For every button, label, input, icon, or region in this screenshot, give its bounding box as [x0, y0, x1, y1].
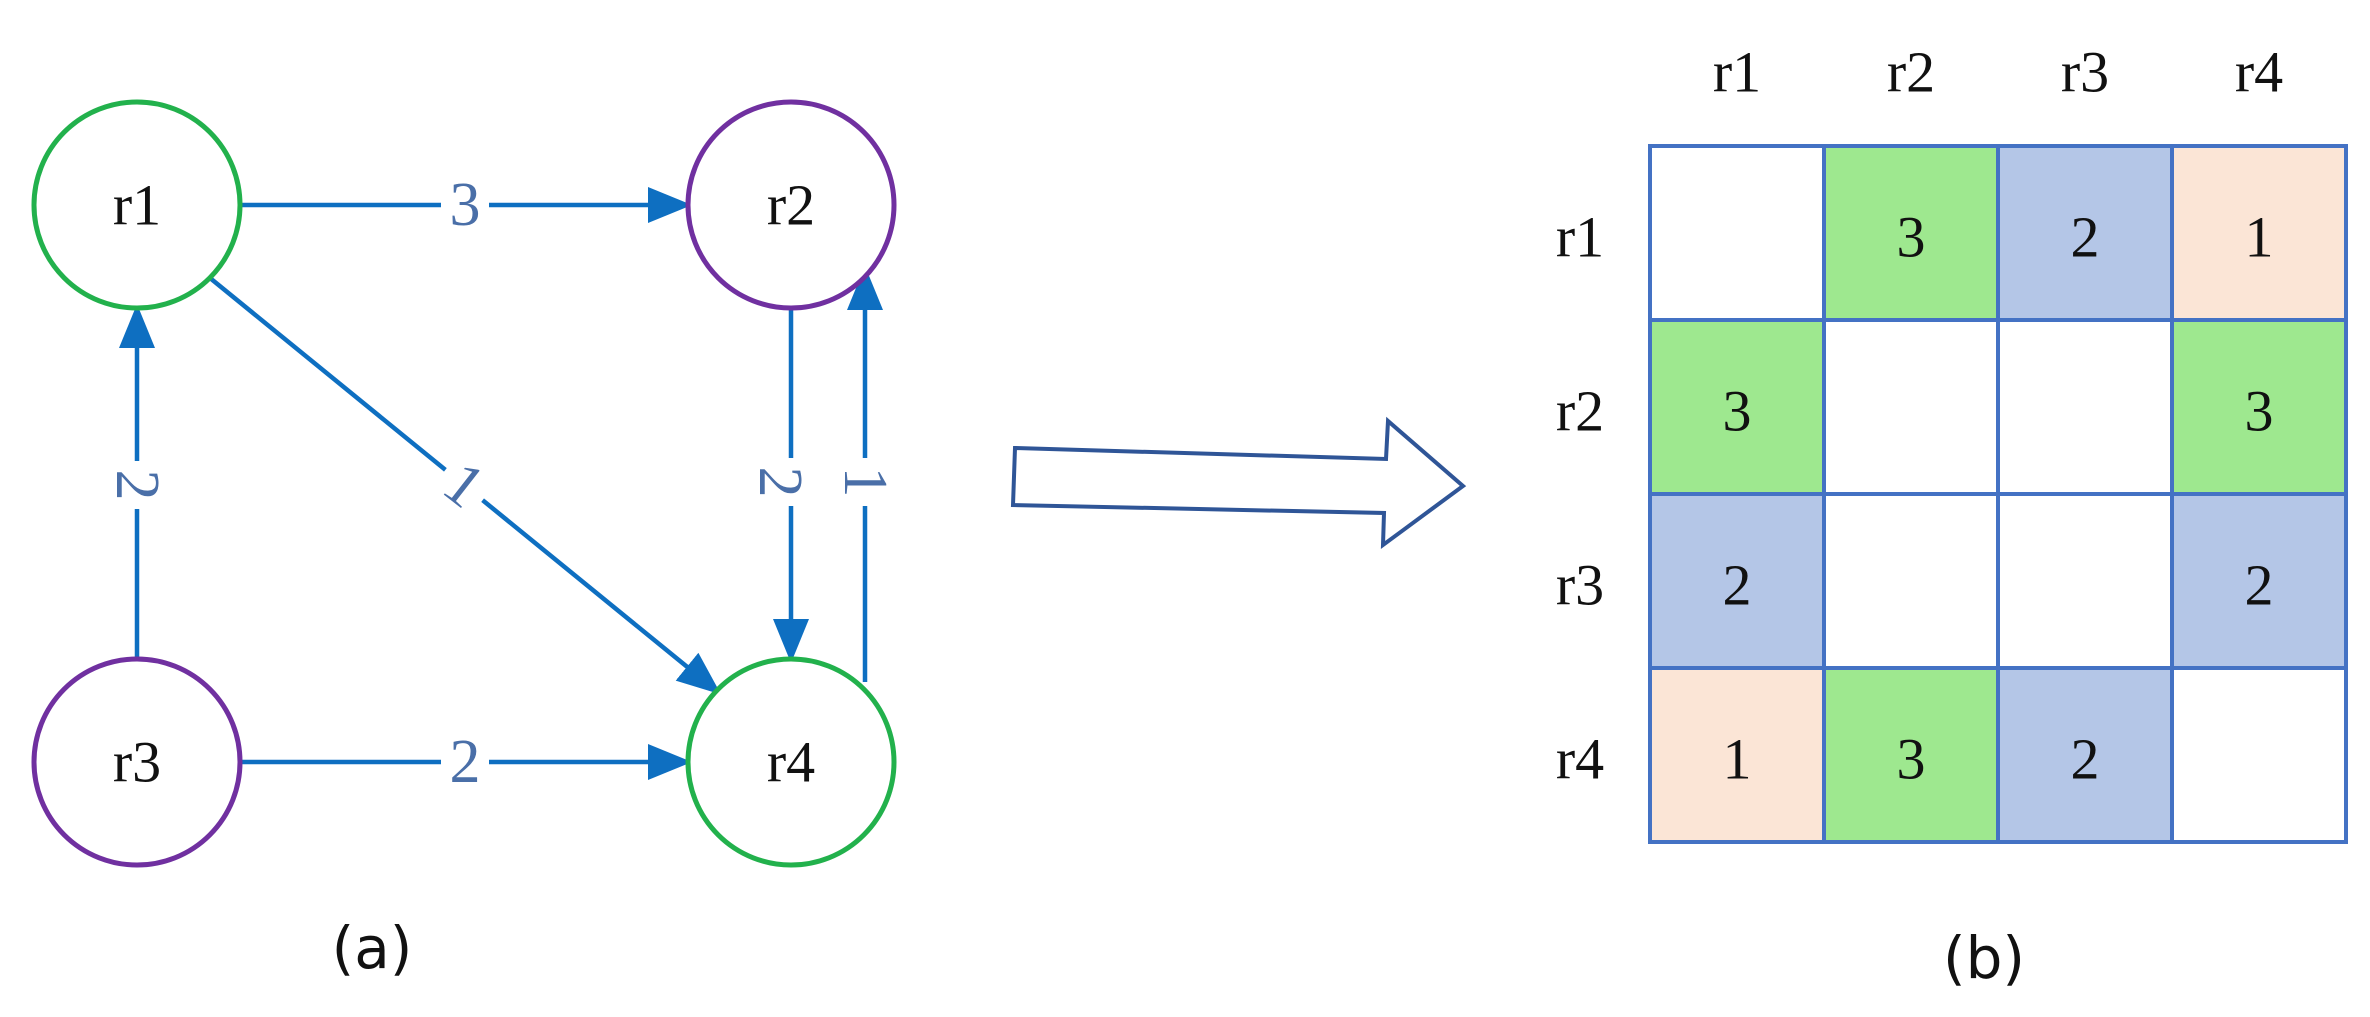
matrix-cell-value: 1 [1723, 727, 1752, 792]
matrix-column-header: r3 [2061, 40, 2109, 105]
graph-node-r1: r1 [31, 99, 243, 311]
matrix-caption: (b) [1943, 924, 2025, 992]
matrix-cell-fill [1996, 666, 2174, 844]
matrix-cell [1996, 318, 2174, 496]
graph-node-r3: r3 [31, 656, 243, 868]
node-label: r1 [113, 173, 161, 238]
matrix-cell-fill [1996, 492, 2174, 670]
transform-arrow-icon [1010, 416, 1467, 550]
edge-weight-label: 2 [103, 470, 171, 501]
edge-weight-backdrop [441, 732, 489, 792]
matrix-column-header: r1 [1713, 40, 1761, 105]
graph-edge: 2 [746, 308, 814, 663]
edge-weight-backdrop [750, 458, 810, 506]
matrix-cell-value: 3 [1723, 379, 1752, 444]
matrix-cell [1822, 492, 2000, 670]
graph-edge: 1 [831, 266, 899, 682]
matrix-cell-fill [1648, 492, 1826, 670]
node-label: r4 [767, 730, 815, 795]
node-circle [685, 656, 897, 868]
edge-weight-label: 2 [746, 467, 814, 498]
matrix-cell-fill [1996, 144, 2174, 322]
matrix-cell [1822, 318, 2000, 496]
matrix-column-headers: r1 r2 r3 r4 [1713, 40, 2283, 105]
matrix-cell-value: 2 [2071, 727, 2100, 792]
matrix-column-header: r2 [1887, 40, 1935, 105]
matrix-cell-fill [1996, 318, 2174, 496]
matrix-cell-value: 3 [2245, 379, 2274, 444]
matrix-cell-value: 1 [2245, 205, 2274, 270]
graph-edge: 3 [240, 171, 692, 239]
matrix-cell-value: 3 [1897, 205, 1926, 270]
matrix-cell-value: 2 [1723, 553, 1752, 618]
node-label: r2 [767, 173, 815, 238]
matrix-cell: 2 [1648, 492, 1826, 670]
matrix-cell: 1 [2170, 144, 2348, 322]
matrix-cell-fill [1648, 144, 1826, 322]
graph-edge: 2 [103, 304, 171, 659]
matrix-cell: 3 [1822, 666, 2000, 844]
matrix-cell [1648, 144, 1826, 322]
matrix-row-headers: r1 r2 r3 r4 [1556, 205, 1604, 792]
edge-weight-label: 1 [831, 467, 899, 498]
matrix-cell: 2 [1996, 144, 2174, 322]
matrix-row-header: r3 [1556, 553, 1604, 618]
matrix-cell-fill [2170, 666, 2348, 844]
edge-weight-backdrop [426, 446, 502, 524]
matrix-row-header: r4 [1556, 727, 1604, 792]
matrix-cell: 3 [2170, 318, 2348, 496]
node-circle [31, 99, 243, 311]
matrix-cell: 1 [1648, 666, 1826, 844]
edge-weight-backdrop [441, 175, 489, 235]
matrix-cells: 3 2 1 3 3 2 2 1 3 2 [1648, 144, 2348, 844]
edge-weight-label: 2 [450, 728, 481, 796]
edge-weight-backdrop [835, 458, 895, 506]
matrix-column-header: r4 [2235, 40, 2283, 105]
graph-edge: 1 [208, 276, 722, 695]
matrix-cell [2170, 666, 2348, 844]
matrix-cell: 2 [1996, 666, 2174, 844]
matrix-cell-fill [2170, 144, 2348, 322]
matrix-cell-fill [1822, 318, 2000, 496]
matrix-cell-fill [2170, 318, 2348, 496]
matrix-panel: r1 r2 r3 r4 r1 r2 r3 r4 3 2 1 3 3 2 2 1 3 2 (b) [1556, 40, 2348, 992]
edge-weight-backdrop [107, 461, 167, 509]
matrix-cell: 3 [1648, 318, 1826, 496]
graph-edge: 2 [240, 728, 692, 796]
edge-weight-label: 3 [450, 171, 481, 239]
matrix-cell-value: 2 [2071, 205, 2100, 270]
matrix-cell-fill [2170, 492, 2348, 670]
node-label: r3 [113, 730, 161, 795]
matrix-cell: 2 [2170, 492, 2348, 670]
matrix-cell-fill [1648, 318, 1826, 496]
matrix-row-header: r2 [1556, 379, 1604, 444]
node-circle [31, 656, 243, 868]
matrix-row-header: r1 [1556, 205, 1604, 270]
graph-node-r4: r4 [685, 656, 897, 868]
matrix-cell-fill [1648, 666, 1826, 844]
graph-nodes: r1 r2 r3 r4 [31, 99, 897, 868]
graph-node-r2: r2 [685, 99, 897, 311]
matrix-cell [1996, 492, 2174, 670]
matrix-cell-fill [1822, 492, 2000, 670]
matrix-cell: 3 [1822, 144, 2000, 322]
matrix-cell-value: 2 [2245, 553, 2274, 618]
node-circle [685, 99, 897, 311]
matrix-cell-value: 3 [1897, 727, 1926, 792]
graph-caption: (a) [332, 914, 413, 982]
